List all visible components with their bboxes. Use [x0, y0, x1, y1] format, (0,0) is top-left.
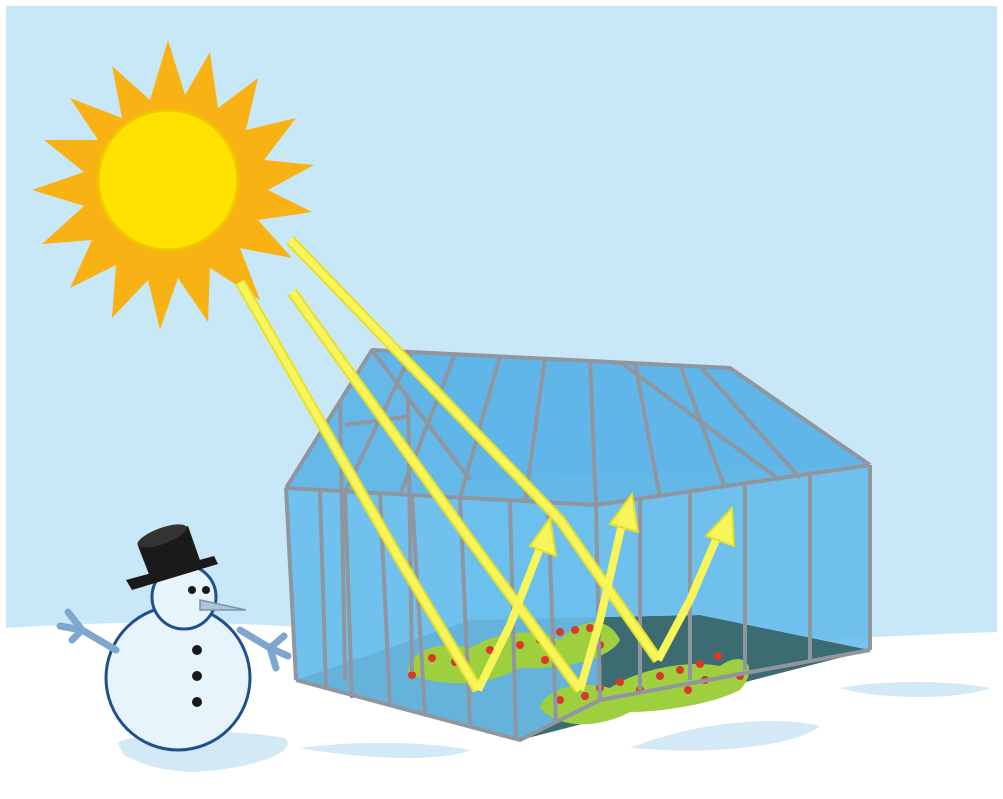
snowman-eye [188, 586, 196, 594]
sun-core [98, 110, 238, 250]
snowman-button [192, 645, 202, 655]
snowman-button [192, 671, 202, 681]
snowman-button [192, 697, 202, 707]
snowman-eye [202, 586, 210, 594]
